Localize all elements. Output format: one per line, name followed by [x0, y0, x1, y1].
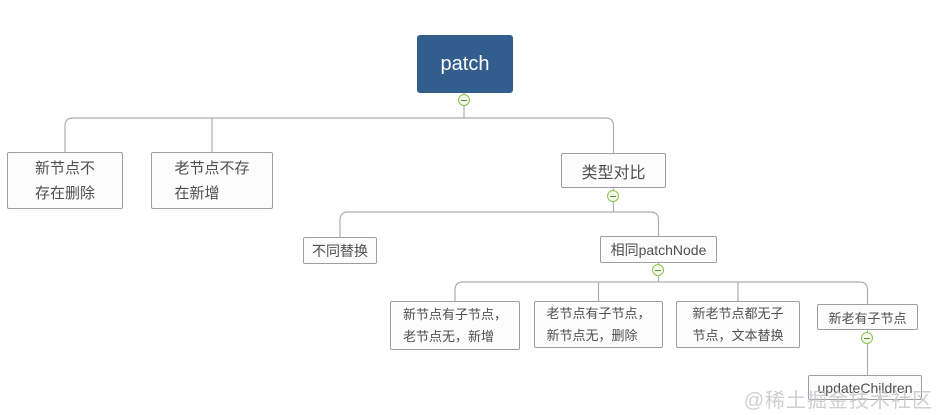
connector-bus-level2	[339, 211, 660, 237]
collapse-minus-icon[interactable]	[458, 94, 470, 106]
node-new-has-children[interactable]: 新节点有子节点， 老节点无，新增	[390, 301, 520, 350]
node-old-has-children[interactable]: 老节点有子节点， 新节点无，删除	[534, 301, 663, 348]
collapse-minus-icon[interactable]	[652, 264, 664, 276]
node-label: 新节点不 存在删除	[34, 159, 95, 202]
node-label: 相同patchNode	[610, 241, 707, 258]
connector-bus-level1	[64, 117, 615, 153]
node-patch[interactable]: patch	[417, 35, 513, 93]
node-both-no-children[interactable]: 新老节点都无子 节点，文本替换	[676, 301, 800, 348]
node-new-node-absent-delete[interactable]: 新节点不 存在删除	[7, 152, 123, 209]
node-patch-label: patch	[440, 52, 490, 75]
node-type-compare[interactable]: 类型对比	[561, 153, 666, 188]
node-label: updateChildren	[817, 379, 913, 396]
node-same-patchnode[interactable]: 相同patchNode	[600, 236, 717, 263]
node-label: 老节点有子节点， 新节点无，删除	[546, 305, 651, 343]
collapse-minus-icon[interactable]	[861, 332, 873, 344]
node-old-node-absent-add[interactable]: 老节点不存 在新增	[151, 152, 273, 209]
node-label: 新老有子节点	[828, 310, 907, 326]
node-both-have-children[interactable]: 新老有子节点	[817, 304, 918, 330]
collapse-minus-icon[interactable]	[607, 190, 619, 202]
node-label: 老节点不存 在新增	[174, 159, 250, 202]
node-update-children[interactable]: updateChildren	[808, 375, 922, 400]
node-label: 新老节点都无子 节点，文本替换	[692, 305, 784, 343]
node-different-replace[interactable]: 不同替换	[303, 237, 377, 264]
node-label: 类型对比	[581, 164, 646, 182]
node-label: 新节点有子节点， 老节点无，新增	[402, 306, 507, 344]
node-label: 不同替换	[312, 242, 368, 259]
